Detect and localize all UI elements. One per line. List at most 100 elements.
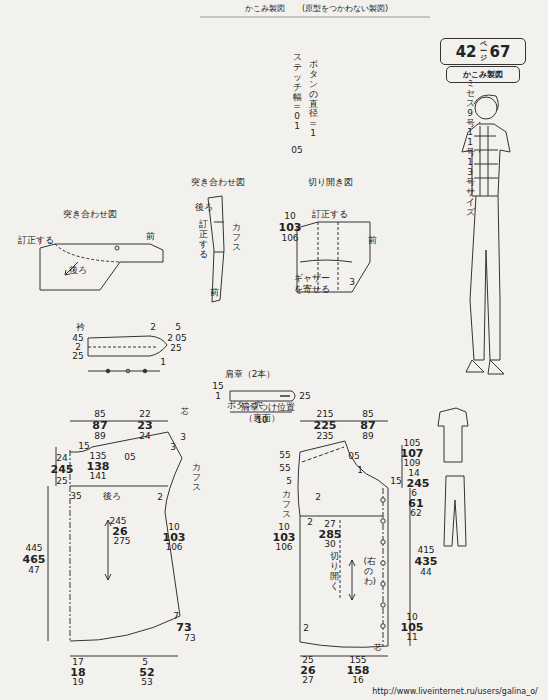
dimension-number: 26 [300,665,315,676]
dimension-number: 3 [349,278,355,287]
dimension-number: 87 [360,420,375,431]
dimension-number: 23 [137,420,152,431]
pattern-label: 突き合わせ図 [191,178,245,187]
dimension-number: 05 [124,453,135,462]
dimension-number: 2 [315,493,321,502]
dimension-number: 05 [348,452,359,461]
pattern-label: （裏面） [244,414,280,423]
dimension-number: 106 [165,543,182,552]
dimension-number: 245 [407,478,430,489]
dimension-number: 465 [23,554,46,565]
dimension-number: 24 [139,432,150,441]
dimension-number: 11 [406,633,417,642]
dimension-number: 2 [167,334,173,343]
dimension-number: 62 [410,509,421,518]
pattern-label: 切り開き図 [308,178,353,187]
dimension-number: 107 [401,448,424,459]
pattern-label: 訂正する [312,210,348,219]
dimension-number: 25 [72,352,83,361]
pattern-label: 後ろ [103,492,121,501]
dimension-number: 27 [324,520,335,529]
dimension-number: 55 [279,451,290,460]
dimension-number: 05 [175,334,186,343]
dimension-number: 105 [401,622,424,633]
dimension-number: 7 [173,612,179,621]
dimension-number: 103 [279,222,302,233]
dimension-number: 22 [139,410,150,419]
dimension-number: 435 [415,556,438,567]
dimension-number: 109 [403,459,420,468]
pattern-label: 訂正する [18,236,54,245]
dimension-number: 17 [72,658,83,667]
dimension-number: 103 [273,532,296,543]
dimension-number: 47 [28,566,39,575]
pattern-label: 切り開く [330,552,339,592]
dimension-number: 30 [324,540,335,549]
dimension-number: 53 [141,678,152,687]
dimension-number: 5 [175,323,181,332]
title-box: 42ページ67 [440,38,526,65]
pattern-label: 突き合わせ図 [63,210,117,219]
pattern-label: カフス [192,463,201,493]
pattern-label: 後ろ [69,266,87,275]
button-mark [381,498,385,502]
dimension-number: 3 [180,433,186,442]
box-text: ページ [480,41,487,62]
dimension-number: 1 [215,392,221,401]
dimension-number: 3 [170,443,176,452]
dimension-number: 106 [281,234,298,243]
dimension-number: 85 [362,410,373,419]
dimension-number: 2 [150,323,156,332]
page-title: かこみ製図 [245,5,285,13]
dimension-number: 141 [89,472,106,481]
dimension-number: 55 [279,464,290,473]
dimension-number: 24 [56,454,67,463]
dimension-number: 25 [302,656,313,665]
pattern-label: カフス [232,223,241,253]
dimension-number: 285 [319,529,342,540]
dimension-number: 245 [51,464,74,475]
dimension-number: 15 [212,382,223,391]
dimension-number: 05 [291,146,302,155]
pattern-label: 後ろ [195,203,213,212]
dimension-number: 18 [70,667,85,678]
dimension-number: 19 [72,678,83,687]
dimension-number: 6 [411,489,417,498]
pattern-label: 芯 [181,408,189,416]
pattern-label: (原型をつかわない製図) [302,5,388,13]
pattern-label: (右のわ) [364,557,373,587]
dimension-number: 5 [286,477,292,486]
pattern-label: ステッチ幅=01 [293,53,302,132]
dimension-number: 25 [56,477,67,486]
dimension-number: 158 [347,665,370,676]
dimension-number: 1 [357,466,363,475]
dimension-number: 2 [75,343,81,352]
dimension-number: 275 [113,537,130,546]
dimension-number: 52 [139,667,154,678]
pattern-label: ミセス9号・11号・13号サイズ [466,79,475,217]
dimension-number: 15 [78,442,89,451]
dimension-number: 225 [314,420,337,431]
pattern-label: カフス [282,490,291,520]
dimension-number: 2 [303,624,309,633]
dimension-number: 215 [316,410,333,419]
pattern-label: http://www.liveinternet.ru/users/galina_… [372,688,538,696]
dimension-number: 73 [176,622,191,633]
box-text: 67 [490,43,511,61]
dimension-number: 14 [408,469,419,478]
button-mark [381,519,385,523]
pattern-label: ボタンの直径=1 [309,60,318,139]
dimension-number: 25 [299,392,310,401]
dimension-number: 25 [170,344,181,353]
dimension-number: 10 [406,613,417,622]
dimension-number: 89 [362,432,373,441]
dimension-number: 27 [302,676,313,685]
dimension-number: 16 [352,676,363,685]
box-text: 42 [456,43,477,61]
dimension-number: 105 [403,439,420,448]
dimension-number: 415 [417,546,434,555]
dimension-number: 73 [184,634,195,643]
dimension-number: 5 [142,658,148,667]
title-box: かこみ製図 [446,66,520,83]
dimension-number: 245 [109,517,126,526]
